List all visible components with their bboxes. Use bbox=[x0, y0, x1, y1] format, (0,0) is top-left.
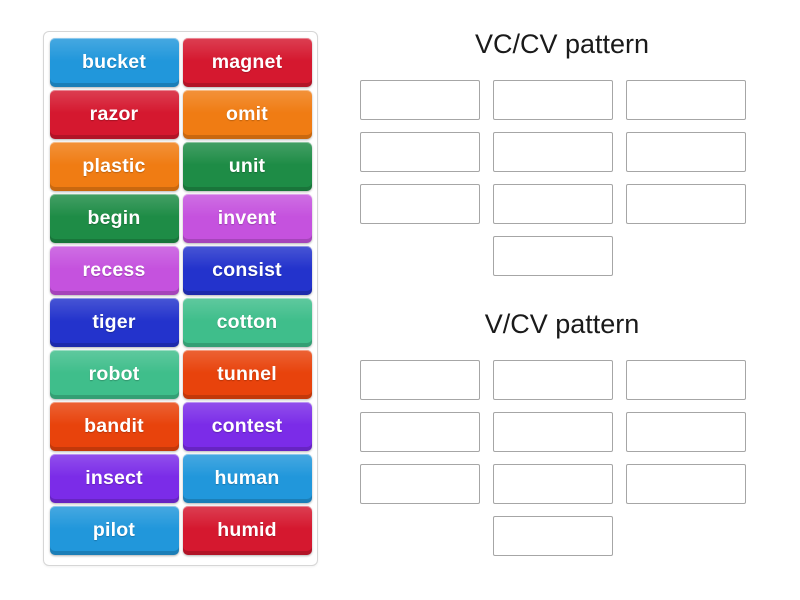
dropzone[interactable] bbox=[360, 79, 480, 120]
dropzone[interactable] bbox=[493, 79, 613, 120]
word-tile[interactable]: omit bbox=[182, 90, 312, 139]
word-tile-label: magnet bbox=[211, 51, 283, 73]
dropzone[interactable] bbox=[360, 463, 480, 504]
word-tile-label: plastic bbox=[82, 155, 146, 177]
dropzone[interactable] bbox=[493, 411, 613, 452]
word-tile[interactable]: tiger bbox=[49, 298, 179, 347]
pattern-panel-vccv: VC/CV pattern bbox=[340, 29, 770, 276]
panel-heading-vccv: VC/CV pattern bbox=[474, 29, 650, 59]
word-tile-grid: bucket magnet razor omit plastic unit begin inv… bbox=[48, 37, 313, 555]
word-tile-label: insect bbox=[85, 467, 143, 489]
word-tile[interactable]: contest bbox=[182, 402, 312, 451]
dropzone[interactable] bbox=[493, 235, 613, 276]
word-tile-label: bandit bbox=[84, 415, 144, 437]
word-tile[interactable]: insect bbox=[49, 454, 179, 503]
word-tile[interactable]: robot bbox=[49, 350, 179, 399]
word-tile-label: humid bbox=[217, 519, 277, 541]
word-tile[interactable]: recess bbox=[49, 246, 179, 295]
word-tile[interactable]: tunnel bbox=[182, 350, 312, 399]
word-tile-label: cotton bbox=[216, 311, 278, 333]
word-tile-label: razor bbox=[89, 103, 139, 125]
dropzone[interactable] bbox=[360, 359, 480, 400]
word-tile-label: contest bbox=[211, 415, 283, 437]
word-tile[interactable]: magnet bbox=[182, 38, 312, 87]
word-tile[interactable]: plastic bbox=[49, 142, 179, 191]
panel-heading-vcv: V/CV pattern bbox=[484, 309, 640, 339]
dropzone[interactable] bbox=[626, 359, 746, 400]
word-tile[interactable]: cotton bbox=[182, 298, 312, 347]
word-tile[interactable]: unit bbox=[182, 142, 312, 191]
dropzone[interactable] bbox=[360, 411, 480, 452]
dropzone[interactable] bbox=[493, 515, 613, 556]
word-tile-label: invent bbox=[217, 207, 277, 229]
dropzone[interactable] bbox=[360, 183, 480, 224]
word-tile[interactable]: bucket bbox=[49, 38, 179, 87]
word-tile-label: bucket bbox=[81, 51, 147, 73]
dropzone[interactable] bbox=[493, 359, 613, 400]
word-tile[interactable]: human bbox=[182, 454, 312, 503]
pattern-panel-vcv: V/CV pattern bbox=[340, 309, 770, 556]
word-tile-label: robot bbox=[88, 363, 140, 385]
dropzone[interactable] bbox=[626, 183, 746, 224]
dropzone[interactable] bbox=[360, 131, 480, 172]
word-tile-label: recess bbox=[82, 259, 146, 281]
dropzone[interactable] bbox=[493, 463, 613, 504]
dropzone[interactable] bbox=[493, 183, 613, 224]
word-tile-label: consist bbox=[212, 259, 282, 281]
word-tile[interactable]: begin bbox=[49, 194, 179, 243]
word-tile[interactable]: consist bbox=[182, 246, 312, 295]
word-tile[interactable]: razor bbox=[49, 90, 179, 139]
word-tile[interactable]: pilot bbox=[49, 506, 179, 555]
word-tile[interactable]: invent bbox=[182, 194, 312, 243]
word-tile-label: pilot bbox=[92, 519, 136, 541]
dropzone-grid-vccv bbox=[340, 79, 770, 276]
word-tile-label: tunnel bbox=[217, 363, 277, 385]
word-tile-label: omit bbox=[226, 103, 268, 125]
word-tile-label: unit bbox=[228, 155, 266, 177]
word-tile-label: human bbox=[214, 467, 280, 489]
dropzone[interactable] bbox=[626, 131, 746, 172]
word-tile-tray: bucket magnet razor omit plastic unit begin inv… bbox=[43, 31, 318, 566]
word-tile[interactable]: humid bbox=[182, 506, 312, 555]
dropzone[interactable] bbox=[626, 79, 746, 120]
dropzone[interactable] bbox=[626, 463, 746, 504]
dropzone[interactable] bbox=[493, 131, 613, 172]
word-tile[interactable]: bandit bbox=[49, 402, 179, 451]
dropzone-grid-vcv bbox=[340, 359, 770, 556]
word-tile-label: begin bbox=[87, 207, 141, 229]
dropzone[interactable] bbox=[626, 411, 746, 452]
word-tile-label: tiger bbox=[92, 311, 136, 333]
